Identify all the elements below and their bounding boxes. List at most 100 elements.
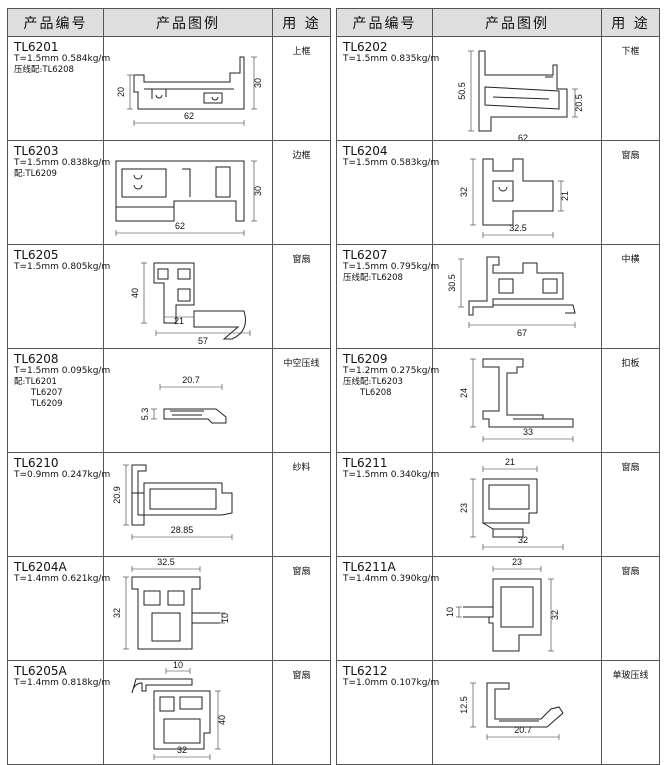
pairing-code: TL6209 — [25, 169, 57, 179]
product-spec: T=1.5mm 0.584kg/m — [14, 54, 111, 64]
product-usage: 窗扇 — [601, 140, 660, 245]
dimension-label: 23 — [459, 503, 469, 513]
product-info-cell: TL6211 T=1.5mm 0.340kg/m — [336, 452, 439, 557]
product-usage: 窗扇 — [601, 556, 660, 661]
product-usage: 中空压线 — [272, 348, 331, 453]
product-info-cell: TL6212 T=1.0mm 0.107kg/m — [336, 660, 440, 765]
product-code: TL6207 — [343, 248, 388, 262]
dimension-label: 32 — [112, 608, 122, 618]
product-spec: T=1.4mm 0.621kg/m — [14, 574, 111, 584]
product-usage: 上框 — [272, 36, 331, 141]
pairing-label: 配: — [14, 377, 26, 387]
dimension-label: 32 — [518, 535, 528, 545]
dimension-label: 67 — [517, 328, 527, 338]
product-info-cell: TL6204A T=1.4mm 0.621kg/m — [7, 556, 111, 661]
dimension-label: 20.5 — [574, 94, 584, 112]
product-spec: T=1.2mm 0.275kg/m — [343, 366, 440, 376]
dimension-label: 5.3 — [140, 408, 150, 421]
pairing-code: TL6207 — [31, 388, 63, 398]
product-code: TL6211 — [343, 456, 388, 470]
product-usage: 中横 — [601, 244, 660, 349]
product-spec: T=1.5mm 0.838kg/m — [14, 158, 111, 168]
product-drawing-cell: 21 23 32 — [432, 452, 602, 557]
header-usage: 用 途 — [601, 8, 660, 37]
product-code: TL6203 — [14, 144, 59, 158]
pairing-code: TL6203 — [371, 377, 403, 387]
product-usage: 扣板 — [601, 348, 660, 453]
pairing-label: 压线配: — [14, 65, 43, 75]
product-info-cell: TL6205 T=1.5mm 0.805kg/m — [7, 244, 111, 349]
dimension-label: 20.9 — [112, 486, 122, 504]
product-info-cell: TL6204 T=1.5mm 0.583kg/m — [336, 140, 439, 245]
product-drawing-cell: 20.7 5.3 — [103, 348, 273, 453]
pairing-code: TL6209 — [31, 399, 63, 409]
product-info-cell: TL6211A T=1.4mm 0.390kg/m — [336, 556, 439, 661]
dimension-label: 23 — [512, 557, 522, 567]
dimension-label: 20.7 — [514, 725, 532, 735]
product-spec: T=1.5mm 0.805kg/m — [14, 262, 111, 272]
pairing-code: TL6208 — [360, 388, 392, 398]
pairing-code: TL6201 — [25, 377, 57, 387]
dimension-label: 50.5 — [457, 82, 467, 100]
pairing-info: 配:TL6209 — [14, 169, 103, 180]
dimension-label: 20.7 — [182, 375, 200, 385]
profile-drawing: 21 23 32 — [459, 457, 564, 550]
pairing-label: 压线配: — [343, 273, 372, 283]
pairing-code: TL6208 — [371, 273, 403, 283]
product-drawing-cell: 40 21 57 — [103, 244, 273, 349]
dimension-label: 32.5 — [157, 557, 175, 567]
dimension-label: 21 — [560, 191, 570, 201]
product-code: TL6204 — [343, 144, 388, 158]
pairing-label: 压线配: — [343, 377, 372, 387]
dimension-label: 21 — [174, 316, 184, 326]
product-info-cell: TL6202 T=1.5mm 0.835kg/m — [336, 36, 439, 141]
product-code: TL6208 — [14, 352, 59, 366]
product-row: TL6207 T=1.5mm 0.795kg/m 压线配:TL6208 30.5… — [336, 244, 660, 349]
header-code: 产品编号 — [7, 8, 104, 37]
pairing-code: TL6208 — [42, 65, 74, 75]
product-code: TL6205 — [14, 248, 59, 262]
pairing-info: 压线配:TL6208 — [343, 273, 432, 284]
product-info-cell: TL6203 T=1.5mm 0.838kg/m 配:TL6209 — [7, 140, 111, 245]
product-spec: T=1.0mm 0.107kg/m — [343, 678, 440, 688]
dimension-label: 30 — [253, 186, 263, 196]
dimension-label: 21 — [505, 457, 515, 467]
product-code: TL6201 — [14, 40, 59, 54]
left-catalog-table: 产品编号 产品图例 用 途 TL6201 T=1.5mm 0.584kg/m 压… — [7, 8, 331, 765]
product-code: TL6209 — [343, 352, 388, 366]
header-drawing: 产品图例 — [432, 8, 602, 37]
product-usage: 纱料 — [272, 452, 331, 557]
product-spec: T=0.9mm 0.247kg/m — [14, 470, 111, 480]
product-usage: 窗扇 — [272, 244, 331, 349]
dimension-label: 24 — [459, 388, 469, 398]
dimension-label: 40 — [130, 288, 140, 298]
right-catalog-table: 产品编号 产品图例 用 途 TL6202 T=1.5mm 0.835kg/m 5… — [336, 8, 660, 765]
dimension-label: 32 — [550, 610, 560, 620]
dimension-label: 57 — [198, 336, 208, 346]
profile-drawing: 50.520.562 — [457, 50, 584, 140]
pairing-info: 压线配:TL6208 — [14, 65, 103, 76]
product-code: TL6204A — [14, 560, 67, 574]
